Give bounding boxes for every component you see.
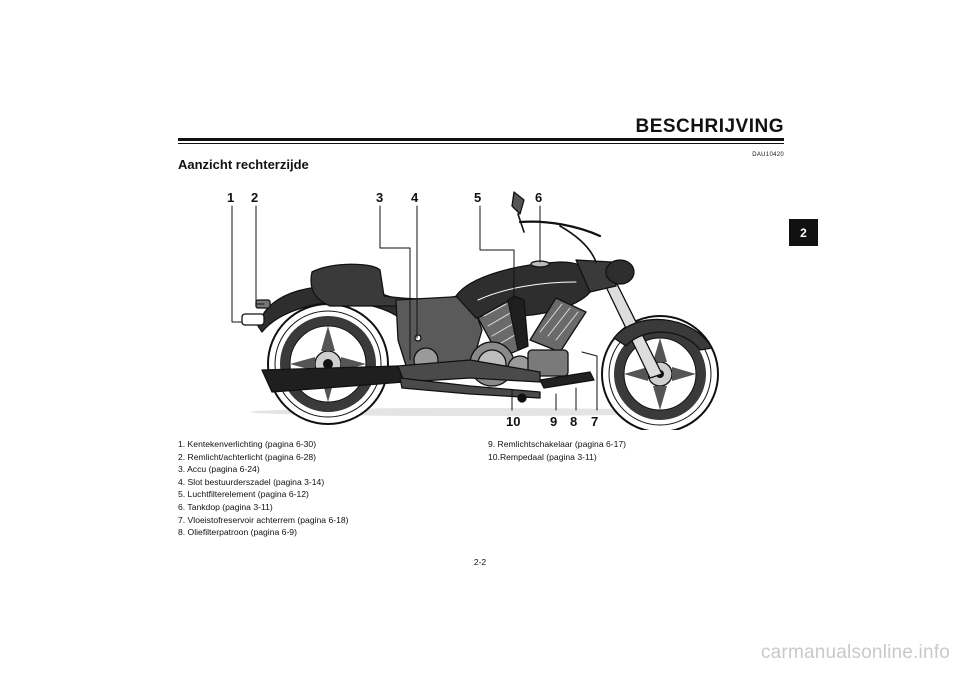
page-title: BESCHRIJVING [635, 116, 784, 137]
callout-2: 2 [251, 190, 259, 205]
legend-item: 8. Oliefilterpatroon (pagina 6-9) [178, 527, 297, 538]
legend-item: 5. Luchtfilterelement (pagina 6-12) [178, 489, 309, 500]
legend-item: 6. Tankdop (pagina 3-11) [178, 501, 273, 512]
document-code: DAU10420 [752, 152, 784, 158]
motorcycle-illustration [231, 191, 719, 430]
legend-item: 4. Slot bestuurderszadel (pagina 3-14) [178, 476, 325, 487]
legend-item: 10.Rempedaal (pagina 3-11) [488, 451, 597, 462]
legend-item: 3. Accu (pagina 6-24) [178, 464, 260, 475]
legend-right: 9. Remlichtschakelaar (pagina 6-17) 10.R… [488, 438, 626, 463]
callout-4: 4 [411, 190, 419, 205]
callout-1: 1 [227, 190, 235, 205]
header-rule-thin [178, 143, 784, 144]
callout-10: 10 [506, 414, 521, 429]
chapter-tab[interactable]: 2 [789, 219, 818, 246]
callout-8: 8 [570, 414, 578, 429]
callout-5: 5 [474, 190, 482, 205]
legend-item: 7. Vloeistofreservoir achterrem (pagina … [178, 514, 349, 525]
callout-3: 3 [376, 190, 384, 205]
callout-6: 6 [535, 190, 543, 205]
callout-9: 9 [550, 414, 558, 429]
callout-leaders [231, 205, 598, 411]
header-rule-thick [178, 138, 784, 141]
section-heading: Aanzicht rechterzijde [178, 157, 309, 172]
callout-7: 7 [591, 414, 599, 429]
rear-wheel [267, 303, 389, 425]
legend-item: 1. Kentekenverlichting (pagina 6-30) [178, 439, 317, 449]
legend-left: 1. Kentekenverlichting (pagina 6-30) 2. … [178, 438, 349, 539]
legend-item: 9. Remlichtschakelaar (pagina 6-17) [488, 439, 627, 449]
legend-item: 2. Remlicht/achterlicht (pagina 6-28) [178, 451, 317, 462]
watermark: carmanualsonline.info [760, 642, 950, 663]
page-number: 2-2 [473, 557, 487, 567]
